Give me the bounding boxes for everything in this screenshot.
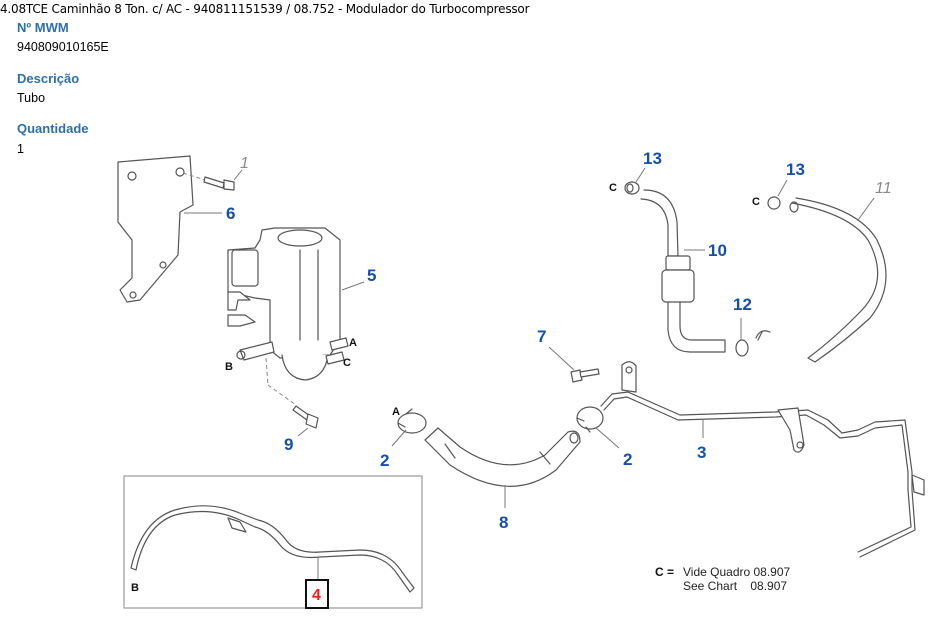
description-label: Descrição (17, 71, 80, 86)
part-4-tube[interactable] (130, 505, 415, 593)
connector-a-modulator: A (349, 337, 357, 349)
part-1-bolt[interactable] (182, 172, 235, 191)
description-value: Tubo (17, 91, 46, 105)
callout-10[interactable]: 10 (708, 241, 727, 260)
callout-4: 4 (312, 587, 321, 604)
callout-13-left[interactable]: 13 (643, 149, 662, 168)
quantity-value: 1 (17, 142, 24, 156)
callout-5[interactable]: 5 (367, 266, 376, 285)
part-8-hose[interactable] (424, 427, 581, 487)
connector-b-inset: B (131, 582, 139, 594)
connector-b-modulator: B (225, 361, 233, 373)
callout-9[interactable]: 9 (284, 435, 293, 454)
callout-1[interactable]: 1 (240, 155, 249, 172)
part-9-bolt[interactable] (292, 405, 319, 429)
part-13-clamp-left[interactable] (624, 181, 640, 195)
part-7-bolt[interactable] (570, 368, 600, 383)
callout-2-right[interactable]: 2 (623, 450, 632, 469)
callout-13-right[interactable]: 13 (786, 160, 805, 179)
callout-8[interactable]: 8 (499, 513, 508, 532)
part-3-tube[interactable] (600, 361, 925, 558)
note-line-1: Vide Quadro 08.907 (683, 565, 791, 579)
callout-2-left[interactable]: 2 (380, 451, 389, 470)
part-6-bracket[interactable] (117, 155, 194, 303)
inset-box (123, 475, 423, 609)
part-13-clamp-right[interactable] (767, 196, 781, 210)
callout-12[interactable]: 12 (733, 295, 752, 314)
callout-11[interactable]: 11 (875, 180, 892, 197)
part-5-modulator[interactable] (227, 227, 349, 381)
mwm-value: 940809010165E (17, 40, 109, 54)
part-12-clamp[interactable] (735, 330, 771, 357)
connector-c-clamp-2: C (752, 196, 760, 208)
part-2-clamp-left[interactable] (397, 408, 427, 434)
quantity-label: Quantidade (17, 121, 89, 136)
chart-note: C = Vide Quadro 08.907 See Chart 08.907 (655, 565, 791, 593)
callout-6[interactable]: 6 (226, 204, 235, 223)
mwm-label: Nº MWM (17, 20, 69, 35)
connector-c-clamp-1: C (609, 182, 617, 194)
page-title: 4.08TCE Caminhão 8 Ton. c/ AC - 94081115… (0, 2, 530, 16)
callout-3[interactable]: 3 (697, 443, 706, 462)
part-11-hose[interactable] (789, 197, 887, 363)
callout-7[interactable]: 7 (537, 327, 546, 346)
highlighted-part-4[interactable]: 4 (305, 579, 329, 609)
part-10-hose[interactable] (640, 189, 726, 353)
connector-c-modulator: C (343, 357, 351, 369)
part-2-clamp-right[interactable] (576, 406, 604, 433)
note-line-2: See Chart 08.907 (683, 579, 787, 593)
connector-a-clamp: A (392, 406, 400, 418)
note-key: C = (655, 565, 674, 579)
